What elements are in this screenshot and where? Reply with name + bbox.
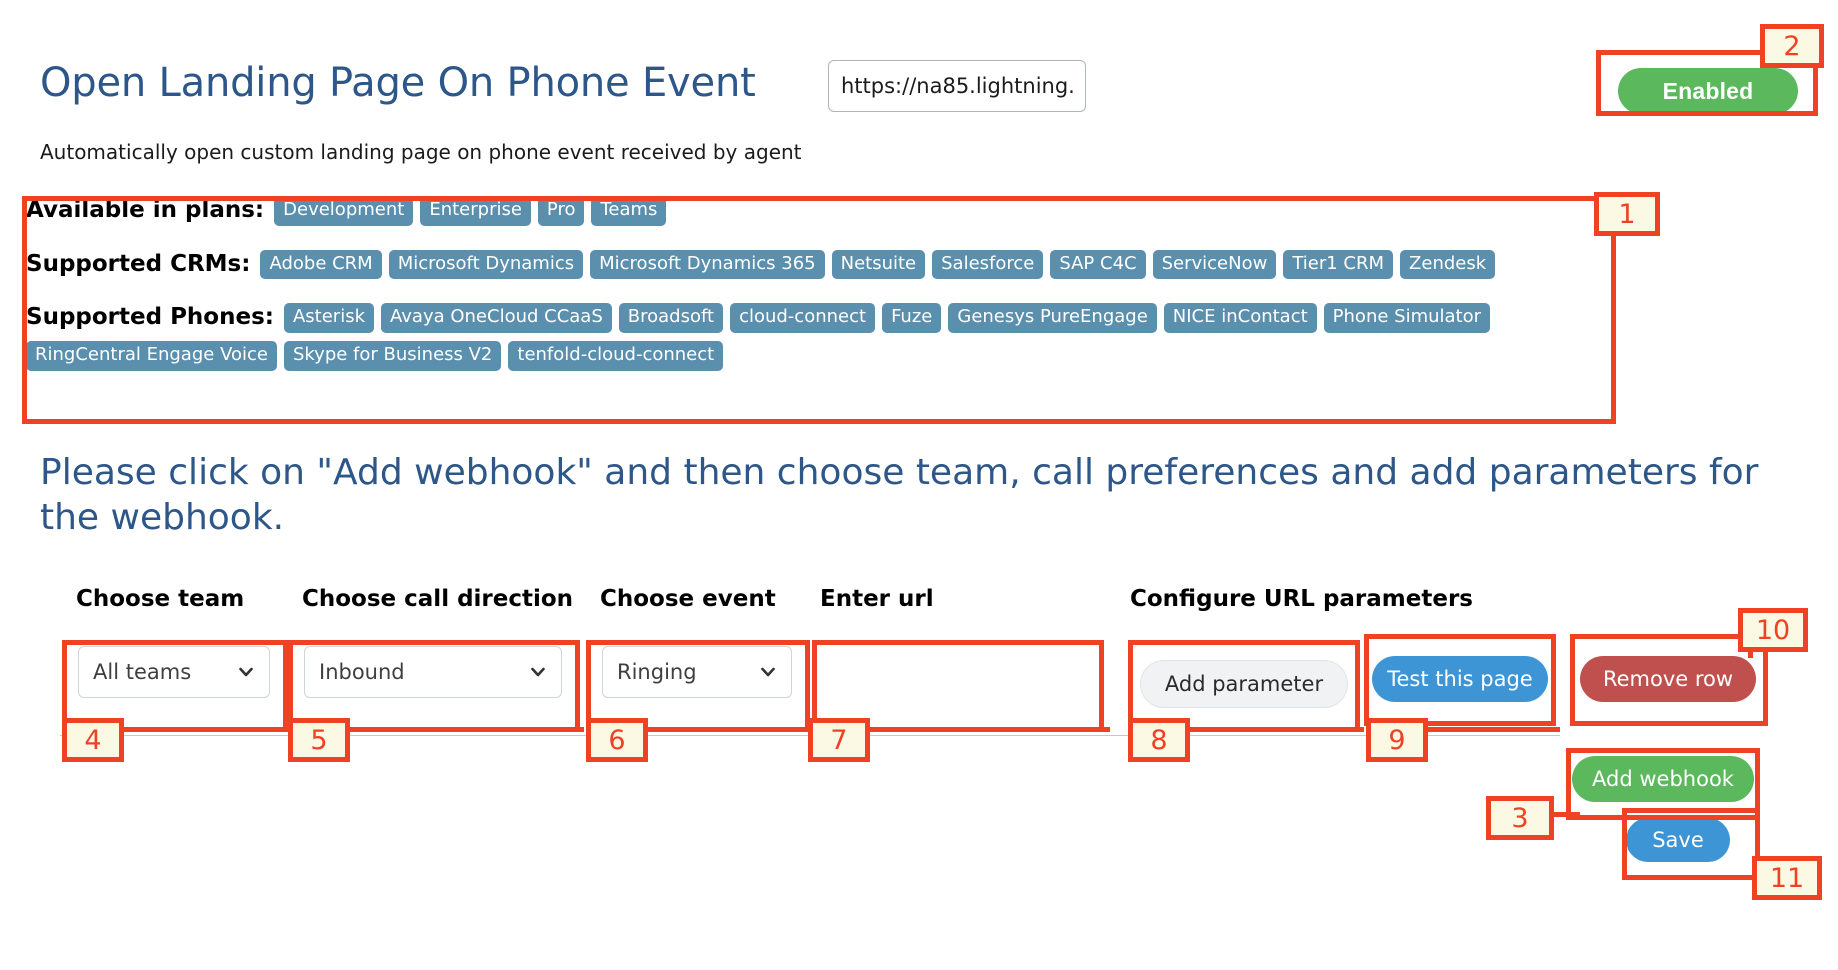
remove-row-button[interactable]: Remove row	[1580, 656, 1756, 702]
annotation-number-6: 6	[586, 718, 648, 762]
choose-team-label: Choose team	[76, 586, 245, 612]
phone-badge: RingCentral Engage Voice	[26, 341, 277, 371]
event-select[interactable]: Ringing	[602, 646, 792, 698]
annotation-leader-8	[1156, 727, 1364, 732]
add-webhook-button[interactable]: Add webhook	[1572, 756, 1754, 802]
annotation-number-2: 2	[1760, 24, 1824, 68]
call-direction-select-value: Inbound	[319, 660, 405, 684]
supported-phones-label: Supported Phones:	[26, 304, 274, 331]
annotation-number-5: 5	[288, 718, 350, 762]
test-this-page-button[interactable]: Test this page	[1372, 656, 1548, 702]
call-direction-select[interactable]: Inbound	[304, 646, 562, 698]
crm-badge: Tier1 CRM	[1283, 249, 1394, 280]
plan-badge: Enterprise	[420, 196, 531, 226]
chevron-down-icon	[529, 663, 547, 681]
crm-badge: Microsoft Dynamics	[388, 249, 584, 280]
annotation-number-7: 7	[808, 718, 870, 762]
plan-badge: Pro	[537, 196, 585, 226]
phone-badge: Phone Simulator	[1323, 303, 1491, 334]
choose-direction-label: Choose call direction	[302, 586, 574, 612]
annotation-leader-7	[838, 727, 1110, 732]
chevron-down-icon	[237, 663, 255, 681]
annotation-leader-3	[1532, 812, 1580, 817]
annotation-box-7	[812, 640, 1104, 732]
phone-badge: NICE inContact	[1163, 303, 1317, 334]
choose-event-label: Choose event	[600, 586, 776, 612]
annotation-leader-5	[316, 727, 584, 732]
phone-badge: Asterisk	[283, 303, 374, 334]
crm-badge: SAP C4C	[1050, 249, 1146, 280]
add-parameter-button[interactable]: Add parameter	[1140, 660, 1348, 708]
crm-badge: Salesforce	[932, 249, 1044, 280]
phone-badge: cloud-connect	[730, 303, 876, 334]
url-input[interactable]	[828, 60, 1086, 112]
crm-badge: Microsoft Dynamics 365	[590, 249, 825, 280]
annotation-leader-4	[102, 727, 292, 732]
instruction-heading: Please click on "Add webhook" and then c…	[40, 452, 1759, 538]
annotation-number-10: 10	[1738, 608, 1808, 652]
crm-badge: Adobe CRM	[260, 249, 382, 280]
event-select-value: Ringing	[617, 660, 697, 684]
available-plans-row: Available in plans: Development Enterpri…	[26, 196, 1616, 234]
annotation-leader-1	[1616, 210, 1648, 215]
plan-badge: Teams	[591, 196, 667, 226]
plan-badge: Development	[274, 196, 414, 226]
supported-crms-label: Supported CRMs:	[26, 250, 251, 277]
crm-badge: Netsuite	[831, 249, 926, 280]
phone-badge: Genesys PureEngage	[948, 303, 1157, 334]
form-divider	[60, 735, 1560, 736]
configure-params-label: Configure URL parameters	[1130, 586, 1473, 612]
annotation-leader-11	[1752, 862, 1786, 867]
annotation-number-9: 9	[1366, 718, 1428, 762]
phone-badge: Skype for Business V2	[283, 341, 502, 371]
annotation-number-3: 3	[1486, 796, 1554, 840]
phone-badge: Broadsoft	[618, 303, 724, 334]
annotation-number-4: 4	[62, 718, 124, 762]
crm-badge: ServiceNow	[1152, 249, 1277, 280]
enabled-toggle-button[interactable]: Enabled	[1618, 68, 1798, 114]
annotation-number-8: 8	[1128, 718, 1190, 762]
annotation-leader-10	[1748, 634, 1753, 658]
annotation-leader-9	[1392, 727, 1560, 732]
support-info-block: Available in plans: Development Enterpri…	[26, 196, 1616, 379]
phone-badge: Fuze	[882, 303, 942, 334]
supported-crms-row: Supported CRMs: Adobe CRM Microsoft Dyna…	[26, 249, 1616, 288]
page-subtitle: Automatically open custom landing page o…	[40, 140, 802, 164]
page-title: Open Landing Page On Phone Event	[40, 60, 756, 106]
phone-badge: Avaya OneCloud CCaaS	[381, 303, 612, 334]
team-select-value: All teams	[93, 660, 192, 684]
chevron-down-icon	[759, 663, 777, 681]
supported-phones-row: Supported Phones: Asterisk Avaya OneClou…	[26, 303, 1616, 378]
annotation-number-11: 11	[1752, 856, 1822, 900]
enter-url-label: Enter url	[820, 586, 934, 612]
crm-badge: Zendesk	[1400, 249, 1496, 280]
team-select[interactable]: All teams	[78, 646, 270, 698]
phone-badge: tenfold-cloud-connect	[508, 341, 724, 371]
annotation-leader-6	[624, 727, 814, 732]
save-button[interactable]: Save	[1626, 818, 1730, 862]
available-plans-label: Available in plans:	[26, 197, 265, 223]
